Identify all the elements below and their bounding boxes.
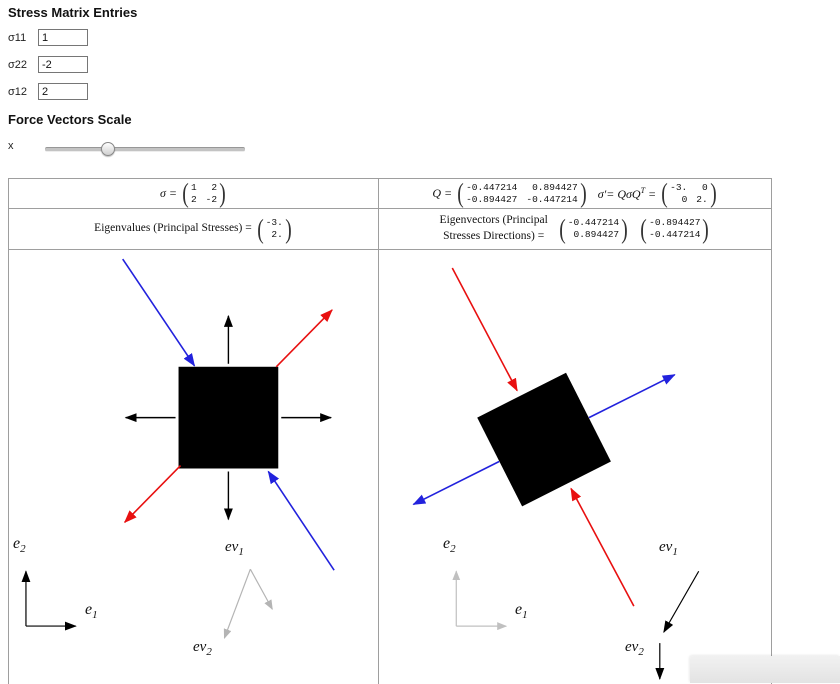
e1-axis-label: e1 bbox=[515, 601, 528, 622]
e1-axis-label: e1 bbox=[85, 601, 98, 622]
ev2-axis-label: ev2 bbox=[625, 639, 644, 658]
force-scale-slider[interactable] bbox=[45, 141, 245, 157]
principal-frame-diagram-cell: e2 e1 ev1 ev2 bbox=[379, 250, 771, 684]
q-label: Q = bbox=[432, 186, 453, 200]
ev1-direction-arrow bbox=[663, 570, 700, 633]
sigma-expression: σ = ( 1 2 2 -2 ) bbox=[159, 179, 227, 209]
eigenvalues-expression: Eigenvalues (Principal Stresses) = ( -3.… bbox=[94, 213, 293, 244]
tension-arrow-lower bbox=[123, 464, 182, 524]
open-paren: ( bbox=[182, 179, 189, 209]
compression-arrow-upper bbox=[122, 258, 196, 367]
sigma-matrix-cell: σ = ( 1 2 2 -2 ) bbox=[9, 179, 379, 209]
matrix-value: -2 bbox=[205, 193, 218, 205]
close-paren: ) bbox=[702, 213, 710, 244]
close-paren: ) bbox=[709, 179, 717, 209]
eigenvector-2: ( -0.894427 -0.447214 ) bbox=[639, 213, 710, 244]
sigma11-input[interactable] bbox=[38, 29, 88, 46]
e2-axis-label: e2 bbox=[443, 535, 456, 556]
original-frame-diagram bbox=[21, 258, 335, 639]
e2-axis-label: e2 bbox=[13, 535, 26, 556]
sigma11-label: σ11 bbox=[8, 32, 27, 44]
slider-thumb[interactable] bbox=[101, 142, 115, 156]
open-paren: ( bbox=[640, 213, 647, 244]
matrix-value: -3. bbox=[670, 181, 688, 193]
slider-x-label: x bbox=[8, 140, 14, 152]
q-expression: Q = ( -0.447214 0.894427 -0.894427 -0.44… bbox=[432, 179, 588, 209]
matrix-value: -0.447214 bbox=[567, 217, 620, 229]
matrix-value: 2. bbox=[696, 193, 708, 205]
eigenvectors-cell: Eigenvectors (Principal Stresses Directi… bbox=[379, 209, 771, 250]
eigenvectors-label: Eigenvectors (Principal Stresses Directi… bbox=[439, 214, 548, 242]
open-paren: ( bbox=[559, 213, 566, 244]
matrix-value: -3. bbox=[265, 217, 283, 229]
sigma22-input[interactable] bbox=[38, 56, 88, 73]
sigma-prime-matrix: ( -3. 0 0 2. ) bbox=[660, 179, 718, 209]
eigenvalues-cell: Eigenvalues (Principal Stresses) = ( -3.… bbox=[9, 209, 379, 250]
matrix-value: 0 bbox=[681, 193, 688, 205]
sigma-prime-label: σ′= QσQT = bbox=[597, 185, 657, 201]
stress-matrix-title: Stress Matrix Entries bbox=[8, 5, 138, 20]
stress-square bbox=[178, 366, 279, 469]
stress-square-rotated bbox=[477, 372, 611, 507]
eigenvalues-vector: ( -3. 2. ) bbox=[256, 213, 293, 244]
tension-arrow-left bbox=[412, 460, 500, 506]
sigma-prime-expression: σ′= QσQT = ( -3. 0 0 2. ) bbox=[597, 179, 718, 209]
eigenvalues-label: Eigenvalues (Principal Stresses) = bbox=[94, 222, 252, 235]
original-frame-diagram-cell: e2 e1 ev1 ev2 bbox=[9, 250, 379, 684]
matrix-value: 0.894427 bbox=[573, 229, 620, 240]
principal-frame-diagram bbox=[412, 267, 700, 681]
force-scale-title: Force Vectors Scale bbox=[8, 112, 132, 127]
q-matrix: ( -0.447214 0.894427 -0.894427 -0.447214… bbox=[456, 179, 588, 209]
close-paren: ) bbox=[621, 213, 628, 244]
sigma12-input[interactable] bbox=[38, 83, 88, 100]
open-paren: ( bbox=[457, 179, 464, 209]
matrix-value: -0.447214 bbox=[526, 193, 578, 205]
ev2-direction-arrow bbox=[223, 569, 251, 639]
matrix-value: -0.447214 bbox=[649, 229, 701, 240]
tension-arrow-right bbox=[588, 373, 676, 419]
results-table: σ = ( 1 2 2 -2 ) Q = ( bbox=[8, 178, 772, 684]
slider-track[interactable] bbox=[45, 147, 245, 152]
compression-arrow-upper bbox=[451, 267, 518, 392]
open-paren: ( bbox=[661, 179, 668, 209]
sigma-matrix: ( 1 2 2 -2 ) bbox=[181, 179, 227, 209]
compression-arrow-lower bbox=[267, 470, 335, 571]
ev2-axis-label: ev2 bbox=[193, 639, 212, 658]
matrix-value: -0.447214 bbox=[466, 181, 518, 193]
matrix-value: -0.894427 bbox=[649, 217, 701, 229]
matrix-value: -0.894427 bbox=[466, 193, 518, 205]
matrix-value: 0 bbox=[701, 181, 708, 193]
tension-arrow-upper bbox=[275, 309, 333, 368]
close-paren: ) bbox=[579, 179, 587, 209]
eigenvector-1: ( -0.447214 0.894427 ) bbox=[558, 213, 629, 244]
ev1-direction-arrow bbox=[249, 568, 273, 610]
open-paren: ( bbox=[256, 213, 264, 244]
matrix-value: 0.894427 bbox=[532, 181, 578, 193]
close-paren: ) bbox=[285, 213, 292, 244]
matrix-value: 2 bbox=[190, 193, 197, 205]
sigma-label: σ = bbox=[159, 186, 177, 200]
matrix-value: 1 bbox=[190, 181, 197, 193]
sigma22-label: σ22 bbox=[8, 59, 28, 71]
matrix-value: 2. bbox=[271, 229, 283, 240]
matrix-value: 2 bbox=[211, 181, 218, 193]
compression-arrow-lower bbox=[570, 487, 635, 607]
window-fragment bbox=[690, 656, 840, 683]
close-paren: ) bbox=[219, 179, 226, 209]
ev1-axis-label: ev1 bbox=[225, 539, 244, 558]
ev1-axis-label: ev1 bbox=[659, 539, 678, 558]
q-transform-cell: Q = ( -0.447214 0.894427 -0.894427 -0.44… bbox=[379, 179, 771, 209]
sigma12-label: σ12 bbox=[8, 86, 28, 98]
